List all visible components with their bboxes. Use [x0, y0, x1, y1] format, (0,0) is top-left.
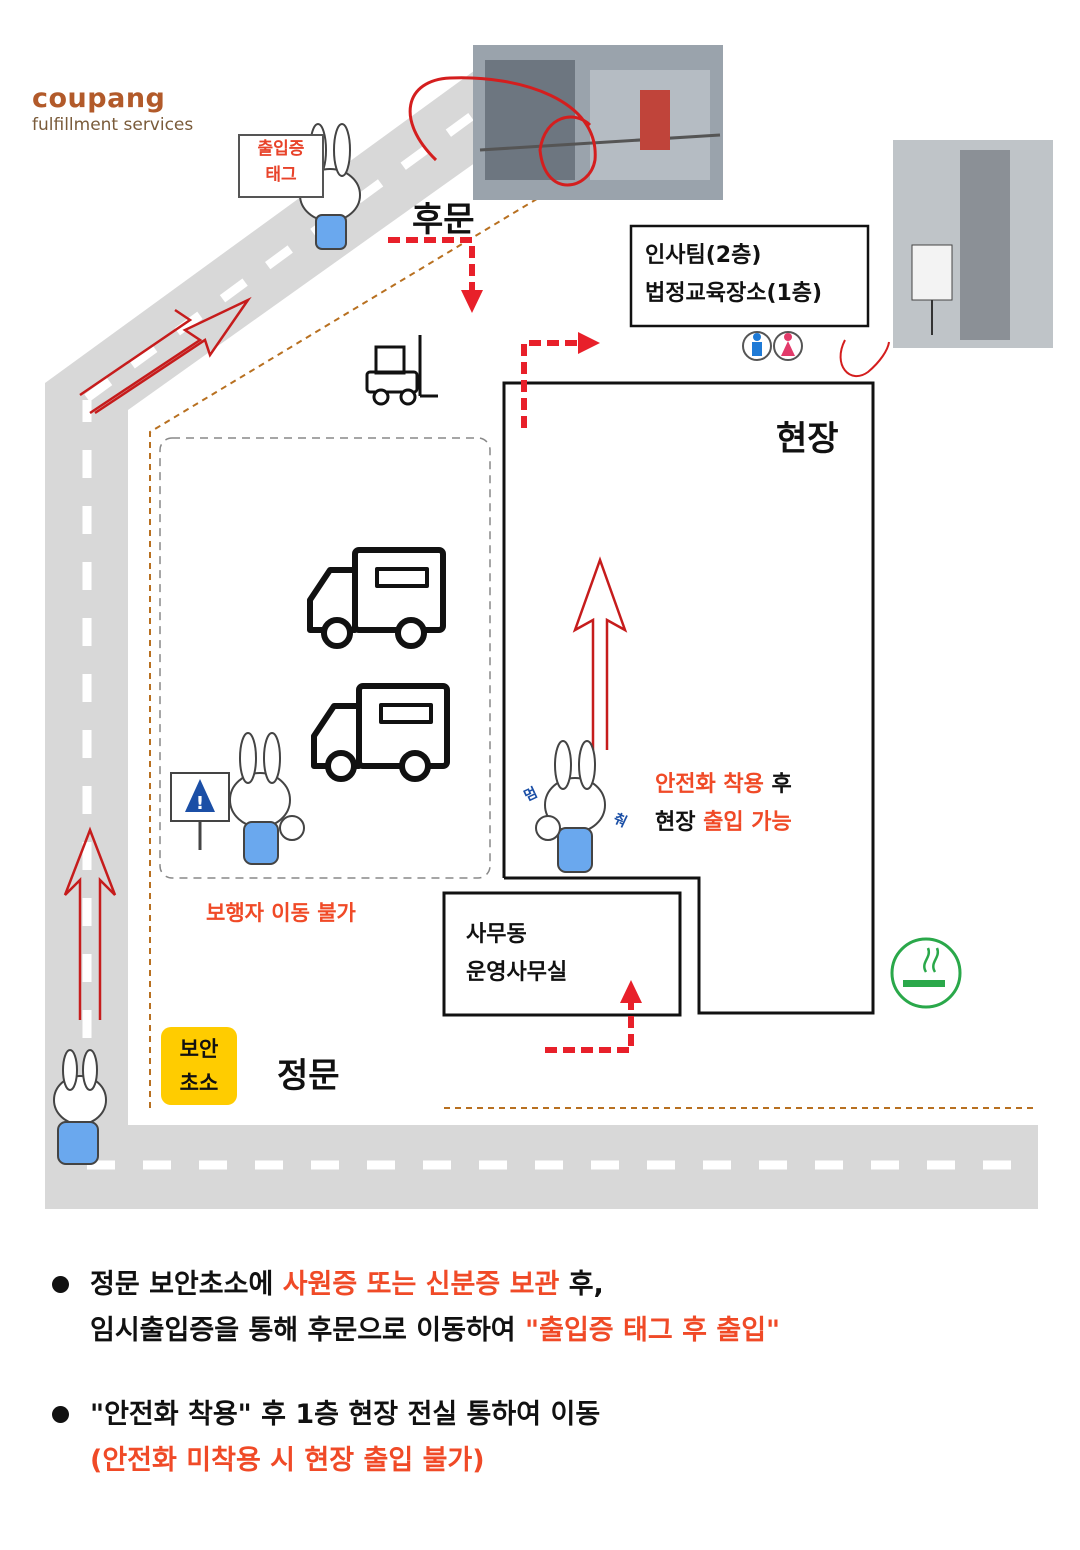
hr-box-line2: 법정교육장소(1층)	[645, 281, 823, 306]
bullet-dot-icon	[52, 1276, 69, 1293]
instruction-item: "안전화 착용" 후 1층 현장 전실 통하여 이동 (안전화 미착용 시 현장…	[44, 1392, 1044, 1484]
rabbit-mascot-icon	[535, 740, 606, 873]
safety-note-start-2: 현장	[655, 810, 704, 835]
warning-sign-icon: !	[170, 772, 230, 850]
office-box-line1: 사무동	[466, 922, 527, 947]
road	[45, 52, 1038, 1209]
truck-icon	[307, 547, 446, 649]
safety-note-highlight-2: 출입 가능	[703, 810, 792, 835]
rabbit-mascot-icon	[53, 1049, 107, 1165]
no-pedestrian-label: 보행자 이동 불가	[206, 901, 356, 925]
text-segment: "안전화 착용" 후 1층 현장 전실 통하여 이동	[90, 1399, 601, 1430]
badge-tag-sign-line1: 출입증	[257, 139, 305, 159]
instruction-2-line1: "안전화 착용" 후 1층 현장 전실 통하여 이동	[90, 1392, 1044, 1438]
safety-note-highlight-1: 안전화 착용	[655, 772, 764, 797]
svg-text:!: !	[196, 793, 204, 814]
truck-icon	[311, 683, 450, 782]
site-map: !	[45, 45, 1053, 1209]
instruction-2-line2: (안전화 미착용 시 현장 출입 불가)	[90, 1438, 1044, 1484]
no-pedestrian-zone	[159, 437, 491, 879]
entrance-photo	[839, 140, 1053, 378]
back-gate-label: 후문	[412, 200, 475, 240]
logo-brand: coupang	[32, 83, 166, 114]
smoking-area-icon	[890, 937, 962, 1009]
instruction-1-line1: 정문 보안초소에 사원증 또는 신분증 보관 후,	[90, 1262, 1044, 1308]
text-segment-highlight: "출입증 태그 후 출입"	[525, 1315, 781, 1346]
safety-note-rest-1: 후	[763, 772, 792, 797]
hr-building-box	[629, 224, 870, 328]
back-gate-photo	[408, 45, 723, 200]
office-box-line2: 운영사무실	[466, 960, 568, 985]
main-gate-label: 정문	[277, 1056, 340, 1096]
text-segment: 후,	[559, 1269, 604, 1300]
hr-box-line1: 인사팀(2층)	[645, 243, 762, 268]
boundary-lines	[149, 184, 1035, 1109]
instruction-list: 정문 보안초소에 사원증 또는 신분증 보관 후, 임시출입증을 통해 후문으로…	[44, 1262, 1044, 1522]
restroom-icon	[742, 331, 803, 361]
hr-box-label: 인사팀(2층) 법정교육장소(1층)	[645, 237, 822, 313]
logo-subtitle: fulfillment services	[32, 115, 194, 135]
coupang-logo: coupang fulfillment services	[32, 84, 193, 136]
route-arrows	[388, 237, 634, 1053]
instruction-1-line2: 임시출입증을 통해 후문으로 이동하여 "출입증 태그 후 출입"	[90, 1308, 1044, 1354]
text-segment-highlight: (안전화 미착용 시 현장 출입 불가)	[90, 1445, 485, 1476]
security-booth-line1: 보안	[179, 1037, 219, 1061]
forklift-icon	[365, 335, 438, 406]
badge-tag-sign-line2: 태그	[265, 165, 297, 185]
text-segment-highlight: 사원증 또는 신분증 보관	[282, 1269, 560, 1300]
text-segment: 임시출입증을 통해 후문으로 이동하여	[90, 1315, 526, 1346]
safety-shoes-note: 안전화 착용 후 현장 출입 가능	[655, 766, 792, 842]
instruction-item: 정문 보안초소에 사원증 또는 신분증 보관 후, 임시출입증을 통해 후문으로…	[44, 1262, 1044, 1354]
site-building-outline	[502, 381, 875, 1015]
badge-tag-sign: 출입증 태그	[238, 134, 324, 198]
bullet-dot-icon	[52, 1406, 69, 1423]
office-box-label: 사무동 운영사무실	[466, 916, 567, 992]
security-booth-badge: 보안 초소	[161, 1027, 237, 1105]
office-building-box	[442, 891, 682, 1017]
road-direction-arrows	[63, 296, 628, 1020]
text-segment: 정문 보안초소에	[90, 1269, 283, 1300]
rabbit-mascot-icon	[229, 732, 305, 865]
route-arrowheads	[461, 290, 642, 1003]
site-label: 현장	[776, 419, 839, 459]
security-booth-line2: 초소	[179, 1071, 219, 1095]
